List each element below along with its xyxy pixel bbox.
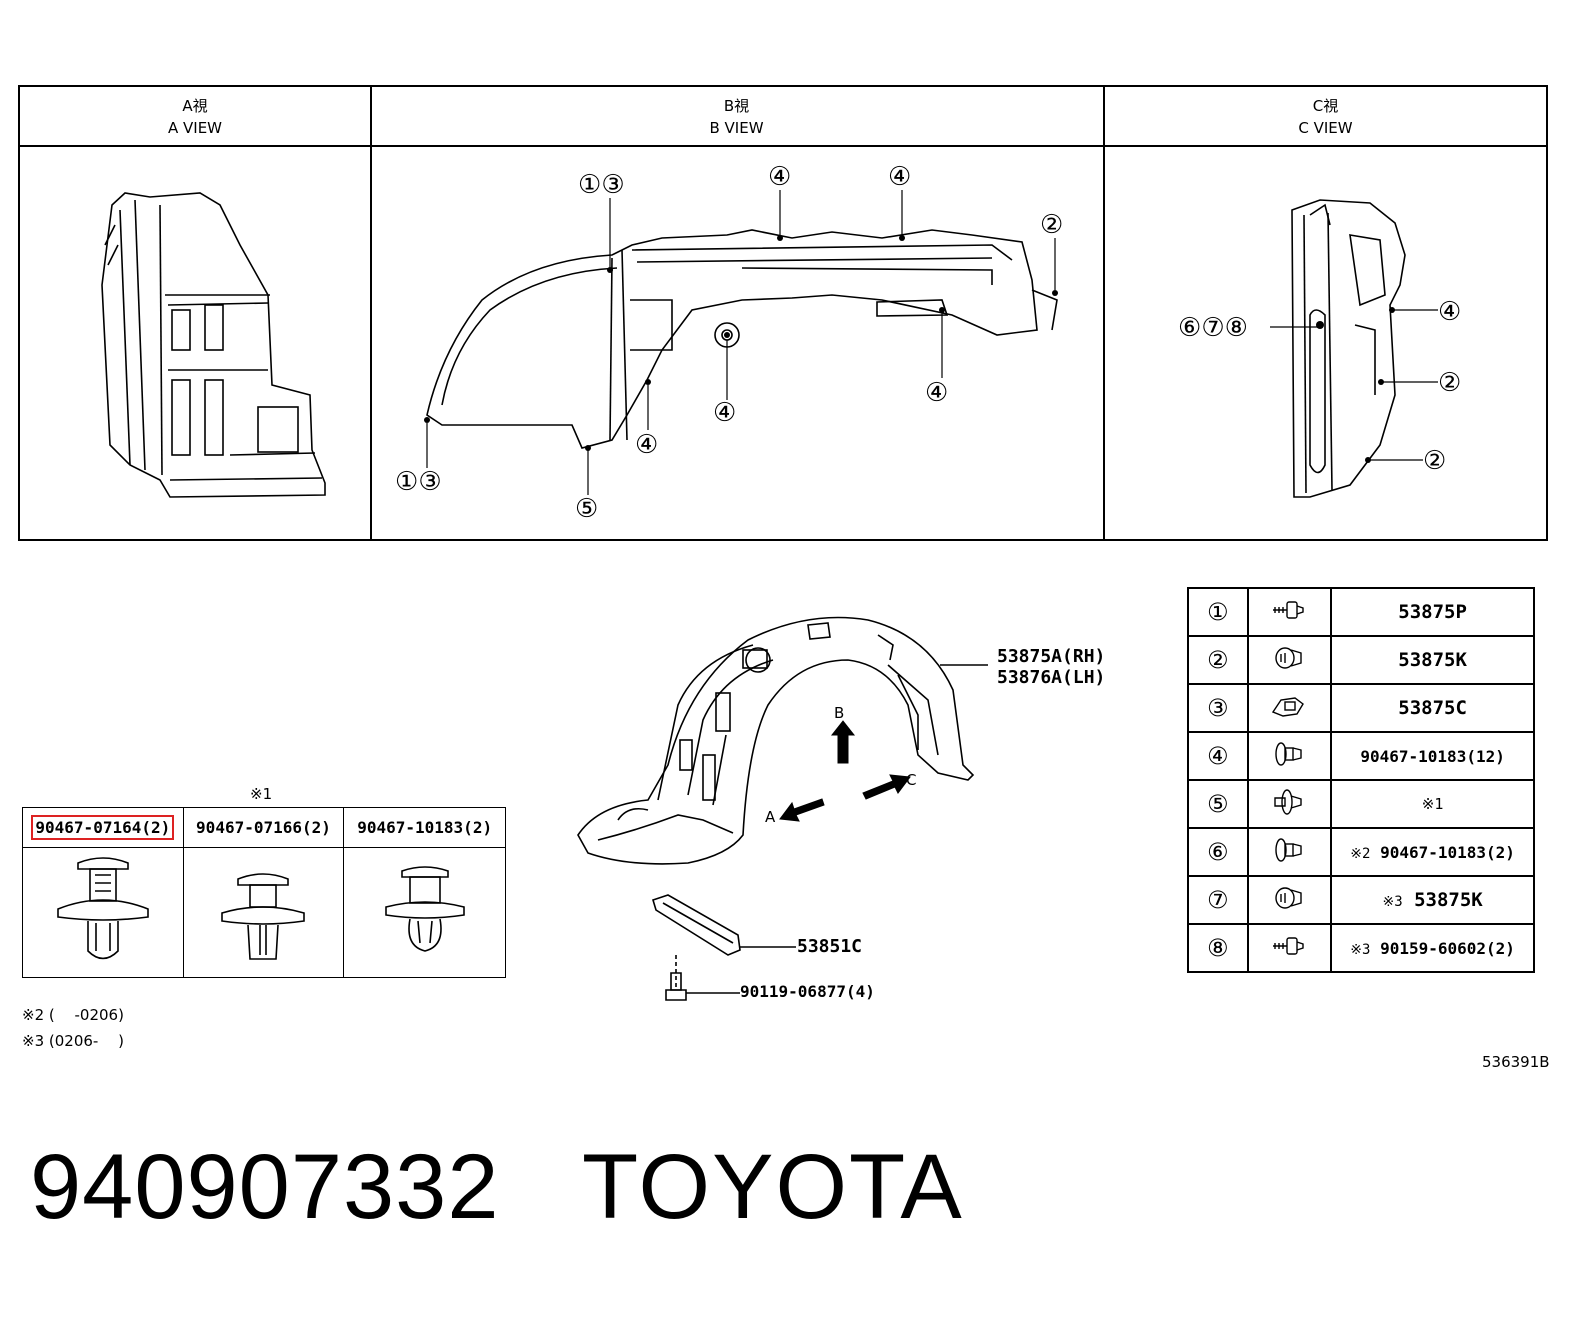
views-header-divider xyxy=(20,145,1546,147)
view-a-en: A VIEW xyxy=(167,119,223,137)
clip-table-note: ※1 xyxy=(250,785,273,803)
push-clip-icon xyxy=(1275,742,1303,766)
views-col-divider-1 xyxy=(370,87,372,539)
row-num: ③ xyxy=(1207,694,1229,722)
view-b-drawing xyxy=(424,190,1058,495)
part-number: 53875P xyxy=(1330,587,1535,637)
view-c-header: C視 C VIEW xyxy=(1103,95,1548,139)
push-clip-icon xyxy=(1275,838,1303,862)
label-bracket: 53851C xyxy=(797,936,863,957)
push-clip-icon xyxy=(221,872,306,960)
part-number: 53875C xyxy=(1330,683,1535,733)
clip-icon xyxy=(1273,601,1305,619)
part-number: 90467-10183(2) xyxy=(1380,842,1515,862)
b-marker-4-center: ④ xyxy=(713,398,737,428)
part-number-cell: ※3 53875K xyxy=(1330,875,1535,925)
marker-7: ⑦ xyxy=(1201,313,1225,343)
footer-part-number: 940907332 xyxy=(30,1136,500,1238)
arrow-c-label: C xyxy=(906,771,917,789)
part-number: 53875K xyxy=(1330,635,1535,685)
b-marker-4-top-right: ④ xyxy=(888,162,912,192)
label-bolt: 90119-06877(4) xyxy=(740,982,875,1001)
table-row: ① 53875P xyxy=(1187,587,1535,637)
table-row: ⑤ ※1 xyxy=(1187,779,1535,829)
view-a-header: A視 A VIEW xyxy=(20,95,370,139)
clip-table-header-row: 90467-07164(2) 90467-07166(2) 90467-1018… xyxy=(22,807,506,848)
marker-1: ① xyxy=(578,170,602,200)
note-mark: ※3 xyxy=(1350,941,1371,958)
part-number: 90159-60602(2) xyxy=(1380,938,1515,958)
table-row: ④ 90467-10183(12) xyxy=(1187,731,1535,781)
view-c-jp: C視 xyxy=(1312,97,1339,115)
parts-table: ① 53875P ② 53875K ③ 53875C ④ 90467-10183… xyxy=(1187,587,1535,973)
row-num: ① xyxy=(1207,598,1229,626)
view-a-drawing xyxy=(101,192,326,498)
view-b-en: B VIEW xyxy=(709,119,764,137)
c-marker-4: ④ xyxy=(1438,297,1462,327)
clip-table-image-row xyxy=(22,847,506,978)
nut-icon xyxy=(1275,647,1303,669)
part-number: 53875K xyxy=(1414,889,1483,911)
row-num: ④ xyxy=(1207,742,1229,770)
fender-liner-drawing xyxy=(577,616,988,1001)
push-clip-icon xyxy=(57,856,149,959)
note-mark: ※3 xyxy=(1382,894,1403,910)
table-row: ⑥ ※2 90467-10183(2) xyxy=(1187,827,1535,877)
nut-icon xyxy=(1275,887,1303,909)
view-a-jp: A視 xyxy=(182,97,208,115)
view-b-jp: B視 xyxy=(723,97,750,115)
label-rh: 53875A(RH) xyxy=(997,646,1106,667)
b-marker-13-bottom: ①③ xyxy=(395,467,442,497)
c-marker-678: ⑥⑦⑧ xyxy=(1178,313,1248,343)
c-leader-678 xyxy=(1270,326,1320,328)
clip-name: 90467-10183(2) xyxy=(343,807,506,848)
marker-3: ③ xyxy=(418,467,442,497)
table-row: ⑧ ※3 90159-60602(2) xyxy=(1187,923,1535,973)
clip-name-highlighted: 90467-07164(2) xyxy=(31,815,175,840)
b-marker-4-low: ④ xyxy=(635,430,659,460)
part-number-cell: ※2 90467-10183(2) xyxy=(1330,827,1535,877)
note-mark: ※2 xyxy=(1350,845,1371,862)
row-num: ⑤ xyxy=(1207,790,1229,818)
push-clip-icon xyxy=(1274,789,1303,815)
label-lh: 53876A(LH) xyxy=(997,667,1106,688)
row-num: ⑥ xyxy=(1207,838,1229,866)
row-num: ② xyxy=(1207,646,1229,674)
marker-1: ① xyxy=(395,467,419,497)
view-b-header: B視 B VIEW xyxy=(370,95,1103,139)
table-row: ⑦ ※3 53875K xyxy=(1187,875,1535,925)
marker-8: ⑧ xyxy=(1224,313,1248,343)
part-number: 90467-10183(12) xyxy=(1330,731,1535,781)
views-col-divider-2 xyxy=(1103,87,1105,539)
footer-brand: TOYOTA xyxy=(582,1136,964,1238)
row-num: ⑧ xyxy=(1207,934,1229,962)
row-num: ⑦ xyxy=(1207,886,1229,914)
table-row: ② 53875K xyxy=(1187,635,1535,685)
push-clip-icon xyxy=(384,865,465,952)
view-c-en: C VIEW xyxy=(1298,119,1353,137)
arrow-a-label: A xyxy=(765,808,776,826)
b-marker-4-top-left: ④ xyxy=(768,162,792,192)
marker-6: ⑥ xyxy=(1178,313,1202,343)
part-number-cell: ※3 90159-60602(2) xyxy=(1330,923,1535,973)
c-marker-2a: ② xyxy=(1438,368,1462,398)
table-row: ③ 53875C xyxy=(1187,683,1535,733)
bracket-nut-icon xyxy=(1272,697,1305,717)
clip-icon xyxy=(1273,937,1305,955)
note-2: ※2 ( -0206) xyxy=(22,1006,124,1024)
diagram-code: 536391B xyxy=(1482,1053,1550,1071)
b-marker-2: ② xyxy=(1040,210,1064,240)
b-marker-5: ⑤ xyxy=(575,494,599,524)
b-marker-4-right: ④ xyxy=(925,378,949,408)
clip-table: 90467-07164(2) 90467-07166(2) 90467-1018… xyxy=(22,807,506,978)
clip-name: 90467-07166(2) xyxy=(182,807,345,848)
views-panel: A視 A VIEW B視 B VIEW C視 C VIEW xyxy=(18,85,1548,541)
marker-3: ③ xyxy=(601,170,625,200)
c-marker-2b: ② xyxy=(1423,446,1447,476)
arrow-b-label: B xyxy=(834,704,845,722)
b-marker-13-top: ①③ xyxy=(578,170,625,200)
part-number: ※1 xyxy=(1330,779,1535,829)
note-3: ※3 (0206- ) xyxy=(22,1032,124,1050)
